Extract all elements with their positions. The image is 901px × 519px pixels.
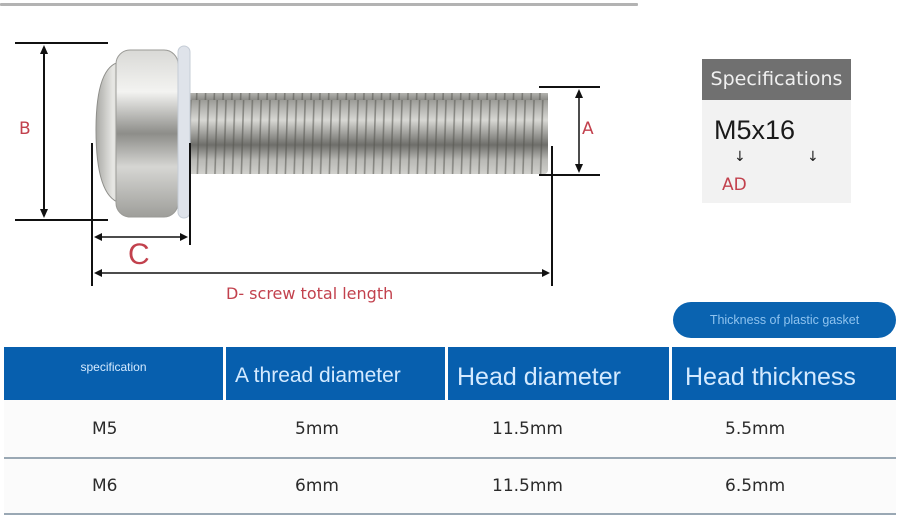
cell-specification: M5 xyxy=(4,400,226,459)
screw-dimension-diagram: B A C D- screw total length xyxy=(0,0,660,310)
specification-table: specification A thread diameter Head dia… xyxy=(4,347,896,515)
screw-illustration xyxy=(15,42,600,286)
dimension-label-c: C xyxy=(128,238,150,271)
cell-head-diameter: 11.5mm xyxy=(448,459,672,515)
spec-sub-label: AD xyxy=(722,175,747,195)
table-header-row: specification A thread diameter Head dia… xyxy=(4,347,896,400)
column-header-head-diameter: Head diameter xyxy=(448,347,672,400)
table-row: M6 6mm 11.5mm 6.5mm xyxy=(4,459,896,515)
specification-example-box: Specifications M5x16 ↓ ↓ AD xyxy=(702,59,851,203)
cell-specification: M6 xyxy=(4,459,226,515)
gasket-thickness-callout: Thickness of plastic gasket xyxy=(673,302,896,338)
arrow-down-icon: ↓ xyxy=(807,149,819,165)
cell-head-thickness: 5.5mm xyxy=(672,400,896,459)
table-row: M5 5mm 11.5mm 5.5mm xyxy=(4,400,896,459)
dimension-label-d: D- screw total length xyxy=(226,284,394,303)
cell-thread-diameter: 6mm xyxy=(226,459,448,515)
spec-box-title: Specifications xyxy=(702,59,851,100)
column-header-thread-diameter: A thread diameter xyxy=(226,347,448,400)
column-header-specification: specification xyxy=(4,347,226,400)
arrow-down-icon: ↓ xyxy=(734,149,746,165)
cell-head-diameter: 11.5mm xyxy=(448,400,672,459)
spec-code: M5x16 xyxy=(714,115,796,145)
cell-head-thickness: 6.5mm xyxy=(672,459,896,515)
dimension-label-a: A xyxy=(582,119,594,139)
top-divider xyxy=(0,3,638,6)
dimension-label-b: B xyxy=(19,119,31,139)
column-header-head-thickness: Head thickness xyxy=(672,347,896,400)
cell-thread-diameter: 5mm xyxy=(226,400,448,459)
